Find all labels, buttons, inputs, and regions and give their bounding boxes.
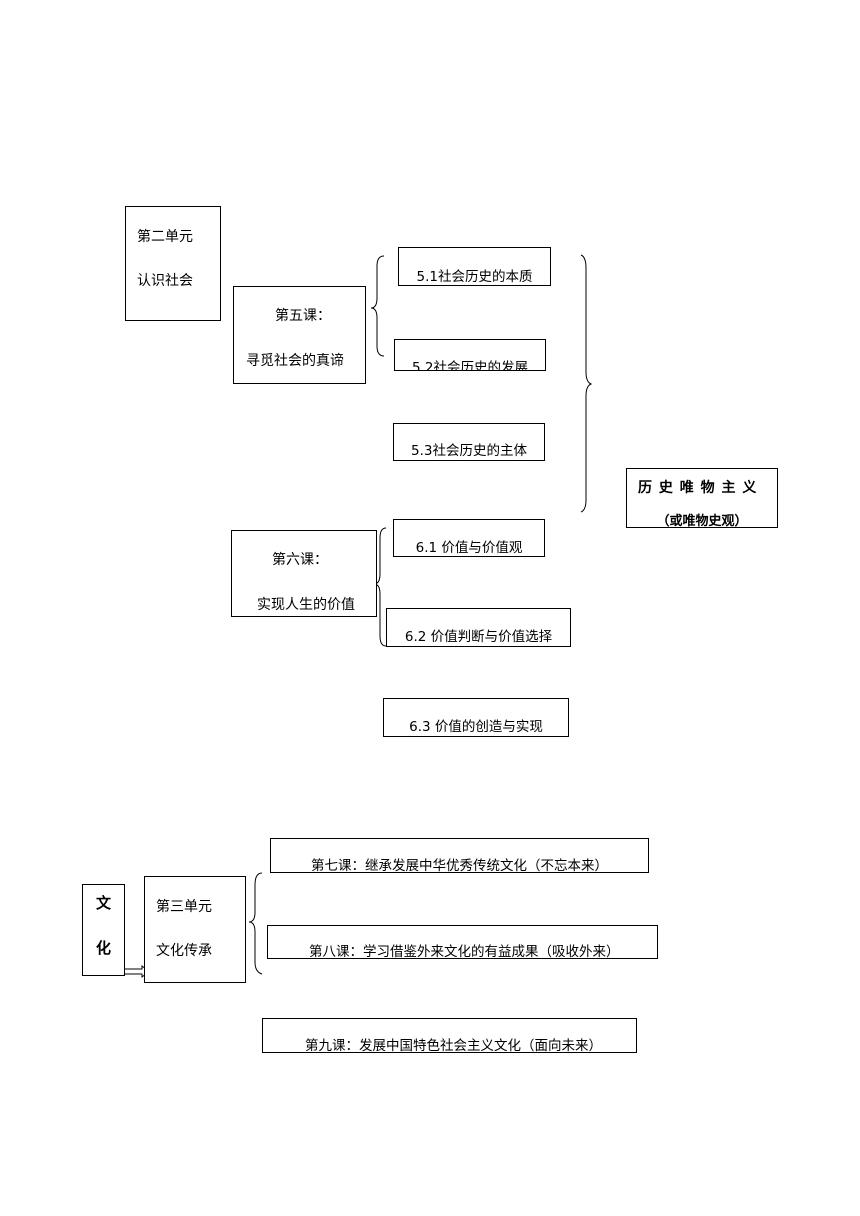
lesson9-label: 第九课：发展中国特色社会主义文化（面向未来） — [305, 1038, 602, 1052]
topic-6-1-label: 6.1 价值与价值观 — [415, 540, 523, 556]
topic-6-2-box: 6.2 价值判断与价值选择 — [386, 608, 571, 647]
topic-6-3-label: 6.3 价值的创造与实现 — [409, 719, 543, 735]
brace-unit3 — [248, 872, 263, 975]
lesson8-label: 第八课：学习借鉴外来文化的有益成果（吸收外来） — [309, 944, 620, 958]
historical-materialism-subtitle: （或唯物史观） — [656, 514, 748, 527]
unit3-subtitle: 文化传承 — [156, 943, 212, 959]
unit3-title: 第三单元 — [156, 899, 212, 915]
lesson5-title: 第五课： — [275, 308, 331, 324]
lesson5-subtitle: 寻觅社会的真谛 — [246, 353, 344, 369]
unit2-box: 第二单元 认识社会 — [125, 206, 221, 321]
culture-char-1: 文 — [96, 894, 112, 912]
historical-materialism-title: 历 史 唯 物 主 义 — [638, 480, 758, 496]
unit2-title: 第二单元 — [137, 229, 193, 245]
lesson6-box: 第六课： 实现人生的价值 — [231, 530, 377, 617]
topic-6-2-label: 6.2 价值判断与价值选择 — [404, 629, 553, 645]
historical-materialism-box: 历 史 唯 物 主 义 （或唯物史观） — [626, 468, 778, 528]
brace-lesson5 — [370, 255, 385, 357]
brace-history — [580, 254, 593, 513]
lesson9-box: 第九课：发展中国特色社会主义文化（面向未来） — [262, 1018, 637, 1053]
lesson8-box: 第八课：学习借鉴外来文化的有益成果（吸收外来） — [267, 925, 658, 959]
topic-5-2-box: 5.2社会历史的发展 — [394, 339, 546, 371]
topic-5-3-label: 5.3社会历史的主体 — [411, 443, 527, 459]
lesson7-label: 第七课：继承发展中华优秀传统文化（不忘本来） — [311, 858, 608, 872]
topic-6-1-box: 6.1 价值与价值观 — [393, 519, 545, 557]
lesson5-box: 第五课： 寻觅社会的真谛 — [233, 286, 366, 384]
topic-6-3-box: 6.3 价值的创造与实现 — [383, 698, 569, 737]
lesson7-box: 第七课：继承发展中华优秀传统文化（不忘本来） — [270, 838, 649, 873]
unit3-box: 第三单元 文化传承 — [144, 876, 246, 983]
topic-5-1-box: 5.1社会历史的本质 — [398, 247, 551, 286]
lesson6-subtitle: 实现人生的价值 — [257, 597, 355, 613]
topic-5-3-box: 5.3社会历史的主体 — [393, 423, 545, 461]
culture-box: 文 化 — [82, 884, 125, 976]
culture-char-2: 化 — [96, 939, 112, 957]
unit2-subtitle: 认识社会 — [137, 273, 193, 289]
topic-5-1-label: 5.1社会历史的本质 — [416, 269, 533, 285]
lesson6-title: 第六课： — [272, 552, 328, 568]
topic-5-2-label: 5.2社会历史的发展 — [412, 360, 528, 370]
